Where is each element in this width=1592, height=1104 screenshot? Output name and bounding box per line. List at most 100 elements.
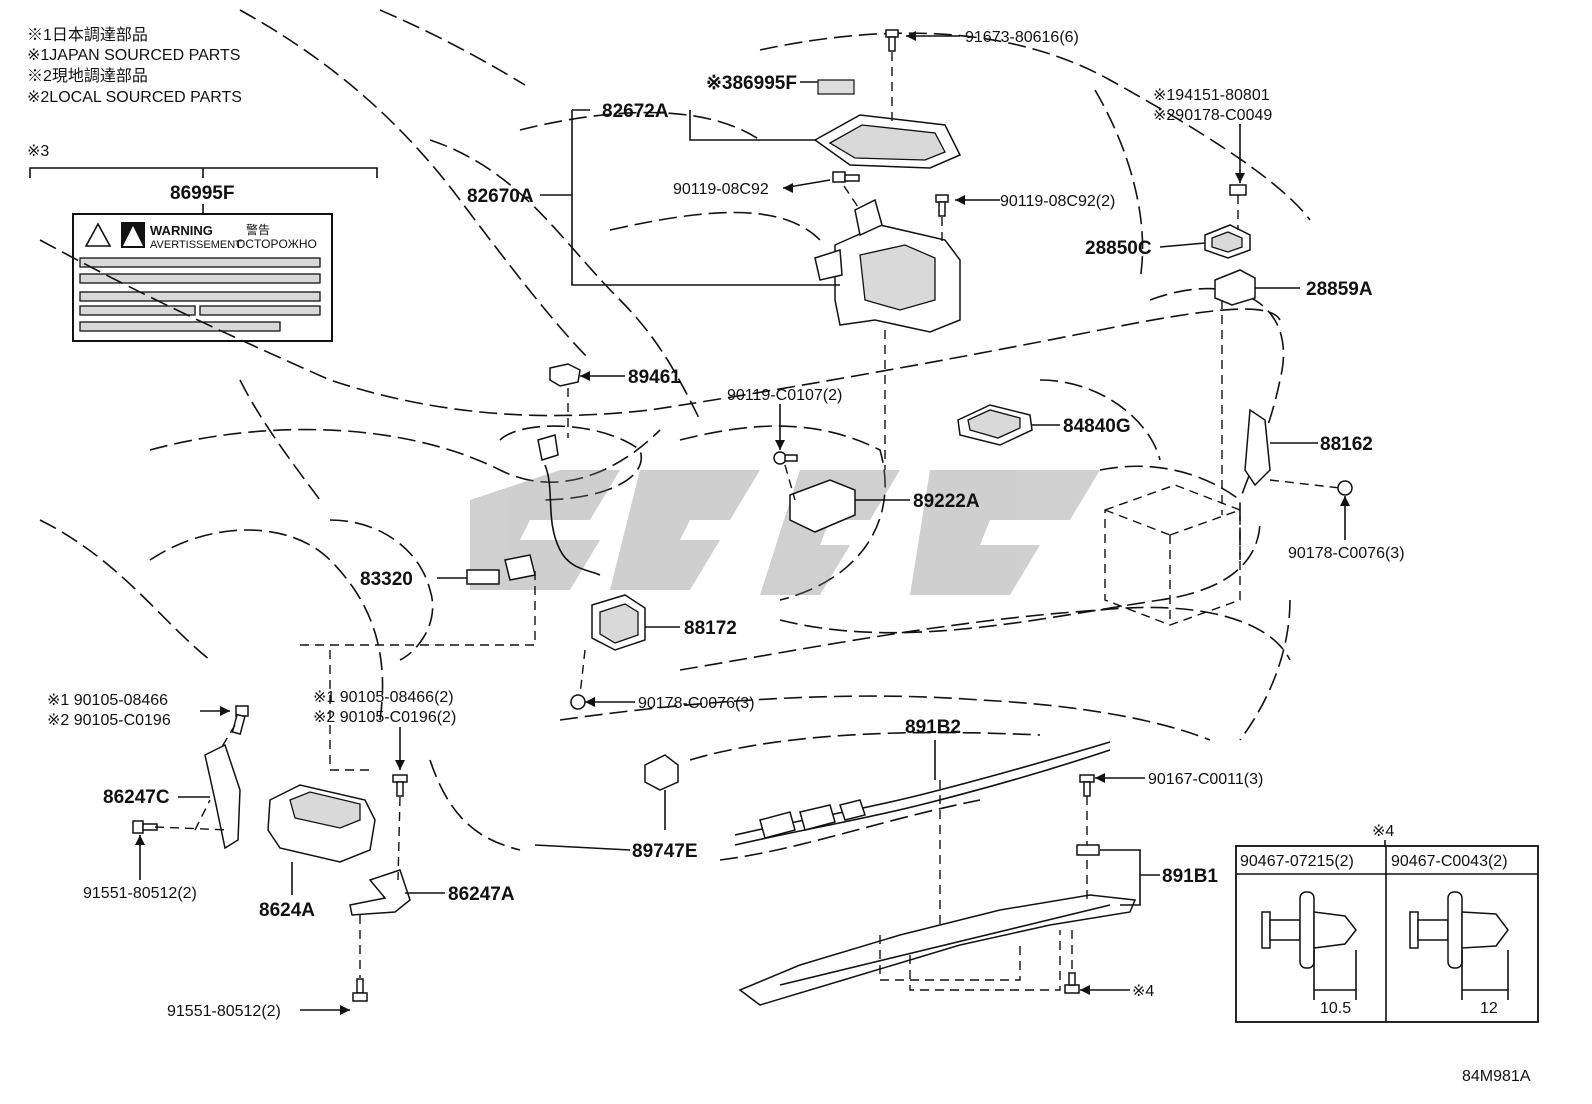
callout-1-90105: ※1 90105-08466: [47, 692, 168, 709]
bolt-90119-2-icon: [935, 194, 949, 217]
nut-90178-right-icon: [1337, 480, 1353, 496]
callout-8624a: 8624A: [259, 900, 315, 921]
callout-91551-bottom: 91551-80512(2): [167, 1003, 281, 1020]
part-83320: [466, 569, 500, 585]
note-1-en: ※1JAPAN SOURCED PARTS: [27, 47, 240, 64]
clip-1-drawing: 10.5: [1261, 891, 1357, 1017]
callout-891b2: 891B2: [905, 717, 961, 738]
bolt-90119-c0107-icon: [773, 451, 798, 465]
notes-block: ※1日本調達部品 ※1JAPAN SOURCED PARTS ※2現地調達部品 …: [27, 26, 242, 106]
part-28850C: [1204, 224, 1251, 259]
warning-ru: OCTOPOЖHO: [236, 237, 317, 251]
clip-891B1-icon: [1076, 844, 1100, 856]
assembly-lines: [154, 52, 1341, 991]
clip-1-dimension: 10.5: [1320, 1000, 1351, 1017]
callout-194151: ※194151-80801: [1153, 87, 1270, 104]
note-3-mark: ※3: [27, 143, 49, 160]
warning-triangle-icon: [84, 222, 112, 247]
callout-90119-c0107: 90119-C0107(2): [727, 387, 842, 404]
label-line: [199, 305, 321, 316]
callout-88172: 88172: [684, 618, 737, 639]
leader-lines: [139, 35, 1346, 1011]
clips-col1-header: 90467-07215(2): [1240, 853, 1354, 870]
note-2-jp: ※2現地調達部品: [27, 67, 148, 85]
callout-82670a: 82670A: [467, 186, 534, 207]
part-84840G: [957, 404, 1033, 446]
nut-90178-mid-icon: [570, 694, 586, 710]
part-harness-83320: [466, 434, 601, 585]
callout-290178: ※290178-C0049: [1153, 107, 1272, 124]
warning-fr: AVERTISSEMENT: [150, 239, 242, 251]
bolt-4-icon: [1064, 972, 1080, 994]
callout-28859a: 28859A: [1306, 279, 1373, 300]
part-89461: [549, 363, 581, 387]
part-28859A: [1214, 269, 1256, 306]
diagram-code: 84M981A: [1462, 1068, 1531, 1085]
label-line: [79, 321, 281, 332]
callout-28850c: 28850C: [1085, 238, 1152, 259]
part-891B2-cable: [734, 741, 1111, 846]
callout-84840g: 84840G: [1063, 416, 1131, 437]
callout-86995f-ref: ※386995F: [706, 73, 797, 94]
warning-en: WARNING: [150, 223, 213, 238]
callout-90167: 90167-C0011(3): [1148, 771, 1263, 788]
label-86995F-small: [817, 79, 855, 95]
bolt-91673-icon: [885, 29, 899, 52]
bolt-90167-icon: [1079, 774, 1095, 797]
warning-label-panel: ※3 86995F WARNING AVERTISSEMENT 警告 OCTOP…: [27, 143, 378, 342]
label-line: [79, 291, 321, 302]
watermark: [470, 470, 1100, 595]
callout-91673: 91673-80616(6): [965, 29, 1079, 46]
part-89222A: [789, 479, 856, 533]
callout-88162: 88162: [1320, 434, 1373, 455]
bolt-icons: [132, 29, 1353, 1002]
callout-2-90105-2: ※2 90105-C0196(2): [313, 709, 456, 726]
label-line: [79, 305, 196, 316]
clip-2-drawing: 12: [1409, 891, 1509, 1017]
callout-83320: 83320: [360, 569, 413, 590]
clips-table: ※4 90467-07215(2) 90467-C0043(2) 10.5 12: [1235, 823, 1539, 1023]
callout-90119-08c92: 90119-08C92: [673, 181, 769, 198]
label-line: [79, 257, 321, 268]
part-88172: [591, 594, 646, 651]
callout-1-90105-2: ※1 90105-08466(2): [313, 689, 454, 706]
nut-194151-icon: [1229, 184, 1247, 196]
callout-91551-left: 91551-80512(2): [83, 885, 197, 902]
part-89747E: [644, 754, 679, 791]
part-86247A: [349, 869, 411, 916]
vehicle-body-outline: [39, 9, 1311, 861]
callout-89461: 89461: [628, 367, 681, 388]
bolt-90119-icon: [832, 171, 860, 183]
callout-2-90105: ※2 90105-C0196: [47, 712, 171, 729]
callout-82672a: 82672A: [602, 101, 669, 122]
callout-891b1: 891B1: [1162, 866, 1218, 887]
note-4-mark: ※4: [1372, 823, 1394, 840]
part-82670A-block: [814, 198, 961, 333]
arrowheads: [135, 31, 1350, 1015]
callout-89747e: 89747E: [632, 841, 698, 862]
callout-89222a: 89222A: [913, 491, 980, 512]
callout-86247a: 86247A: [448, 884, 515, 905]
bolt-91551-left-icon: [132, 820, 158, 834]
callout-90119-08c92-2: 90119-08C92(2): [1000, 193, 1115, 210]
bolt-90105-2-icon: [392, 774, 408, 797]
warning-exclamation-icon: [123, 226, 143, 246]
warning-jp: 警告: [246, 222, 270, 237]
part-891B1-bracket: [738, 844, 1137, 1006]
part-88162: [1244, 408, 1271, 487]
callout-90178-mid: 90178-C0076(3): [638, 695, 755, 712]
label-line: [79, 273, 321, 284]
clips-col2-header: 90467-C0043(2): [1391, 853, 1508, 870]
callout-90178-right: 90178-C0076(3): [1288, 545, 1405, 562]
battery-outline: [1104, 484, 1241, 626]
part-86247C: [204, 743, 241, 850]
callout-4-bolt: ※4: [1132, 983, 1154, 1000]
callout-labels: 91673-80616(6) ※386995F 82672A 82670A 90…: [47, 29, 1405, 1020]
callout-86247c: 86247C: [103, 787, 170, 808]
label-part-number: 86995F: [170, 183, 234, 204]
part-82672A-cover: [813, 79, 962, 169]
bolt-90105-icon: [231, 705, 249, 735]
bolt-91551-bottom-icon: [352, 978, 368, 1002]
